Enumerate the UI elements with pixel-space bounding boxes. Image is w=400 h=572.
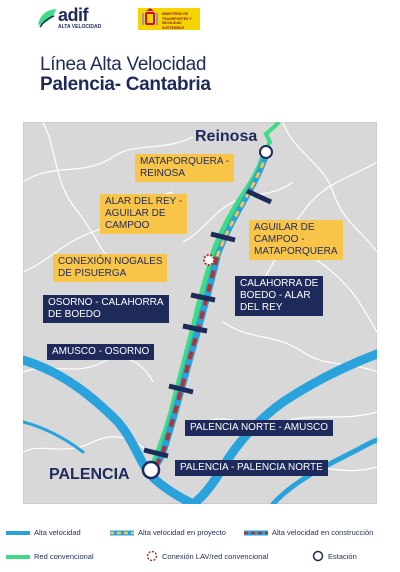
station-swatch-icon <box>312 550 324 562</box>
label-osorno-calahorra: OSORNO - CALAHORRA DE BOEDO <box>43 295 169 323</box>
label-palencia-norte-amusco: PALENCIA NORTE - AMUSCO <box>185 420 333 436</box>
line-map: Reinosa PALENCIA MATAPORQUERA - REINOSA … <box>23 122 377 504</box>
city-reinosa: Reinosa <box>195 128 258 145</box>
label-mataporquera-reinosa: MATAPORQUERA - REINOSA <box>135 154 235 182</box>
segment-ticks <box>143 188 273 459</box>
ministry-text: MINISTERIO DE TRANSPORTES Y MOVILIDAD SO… <box>162 12 192 30</box>
label-amusco-osorno: AMUSCO - OSORNO <box>47 344 155 360</box>
legend-high-speed: Alta velocidad <box>6 528 81 537</box>
label-palencia-palencia-norte: PALENCIA - PALENCIA NORTE <box>175 460 328 476</box>
spain-coat-of-arms-icon <box>142 8 158 25</box>
label-alar-aguilar: ALAR DEL REY - AGUILAR DE CAMPOO <box>100 194 188 234</box>
legend-project: Alta velocidad en proyecto <box>110 528 226 537</box>
legend-station: Estación <box>312 550 357 562</box>
palencia-station-marker <box>141 460 161 480</box>
adif-leaf-icon <box>38 9 56 28</box>
reinosa-station-marker <box>259 145 273 159</box>
adif-logo: adif ALTA VELOCIDAD <box>36 5 106 33</box>
city-palencia: PALENCIA <box>49 466 130 483</box>
adif-wordmark: adif <box>58 5 89 25</box>
conexion-nogales-marker <box>203 254 215 266</box>
legend: Alta velocidad Alta velocidad en proyect… <box>0 526 400 572</box>
label-conexion-nogales: CONEXIÓN NOGALES DE PISUERGA <box>53 254 168 282</box>
legend-conventional: Red convencional <box>6 552 94 561</box>
legend-connection: Conexión LAV/red convencional <box>146 550 268 562</box>
construction-swatch-icon <box>244 530 268 535</box>
page-subtitle: Palencia- Cantabria <box>40 74 211 95</box>
conventional-line <box>148 151 267 471</box>
connection-swatch-icon <box>146 550 158 562</box>
page-title: Línea Alta Velocidad <box>40 54 207 75</box>
ministry-logo: MINISTERIO DE TRANSPORTES Y MOVILIDAD SO… <box>138 8 200 30</box>
project-swatch-icon <box>110 530 134 535</box>
legend-construction: Alta velocidad en construcción <box>244 528 373 537</box>
conventional-swatch-icon <box>6 554 30 559</box>
header: adif ALTA VELOCIDAD MINISTERIO DE TRANSP… <box>0 0 400 40</box>
adif-tagline: ALTA VELOCIDAD <box>58 24 102 30</box>
label-calahorra-alar: CALAHORRA DE BOEDO - ALAR DEL REY <box>235 276 324 316</box>
label-aguilar-mataporquera: AGUILAR DE CAMPOO - MATAPORQUERA <box>249 220 343 260</box>
high-speed-swatch-icon <box>6 530 30 535</box>
